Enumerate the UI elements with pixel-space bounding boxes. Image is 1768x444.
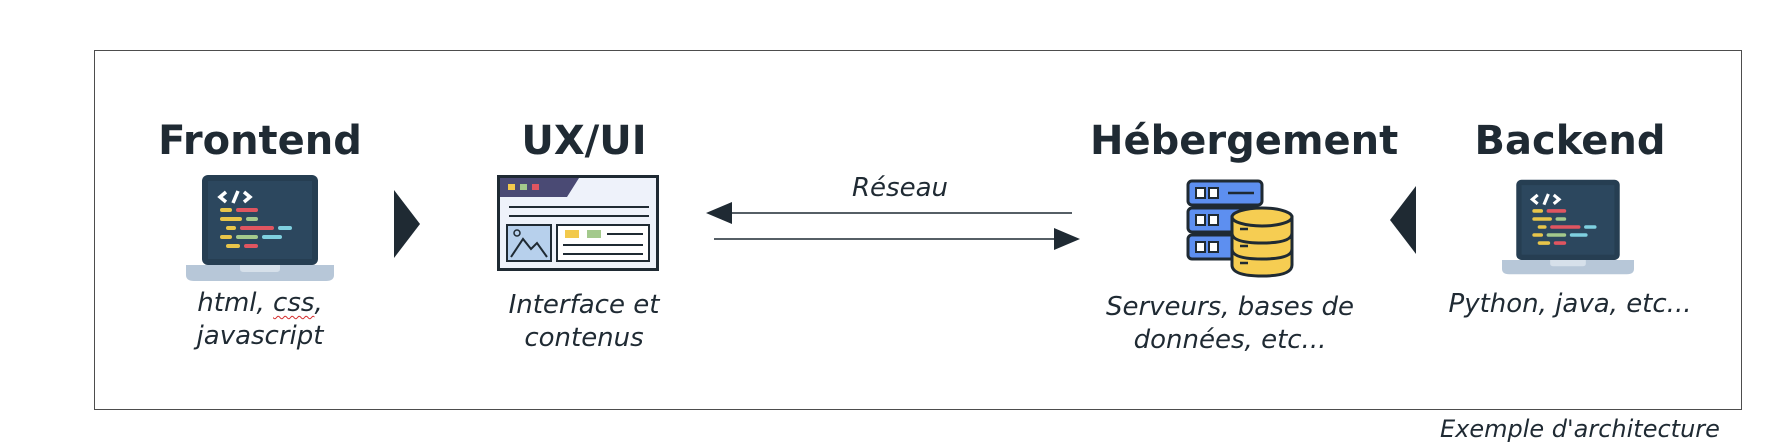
arrow-left-head xyxy=(706,202,732,224)
hebergement-desc-line-1: Serveurs, bases de xyxy=(1105,292,1355,322)
network-arrows xyxy=(706,202,1080,250)
ux-ui-desc-line-1: Interface et xyxy=(508,290,660,320)
frontend-title: Frontend xyxy=(158,118,362,164)
frontend-block: Frontend html, css, javascript xyxy=(140,117,380,367)
server-database-icon xyxy=(1186,179,1294,278)
css-word: css xyxy=(273,288,315,318)
arrow-right-head xyxy=(1054,228,1080,250)
hebergement-title: Hébergement xyxy=(1090,118,1399,164)
backend-desc-line-1: Python, java, etc... xyxy=(1448,289,1692,319)
diagram-frame xyxy=(94,50,1742,410)
triangle-right-icon xyxy=(394,190,420,258)
caption: Exemple d'architecture xyxy=(1440,415,1720,443)
hebergement-block: Hébergement Serveurs, bases de données, … xyxy=(1090,117,1399,367)
hebergement-desc-line-2: données, etc... xyxy=(1133,325,1327,355)
triangle-left-icon xyxy=(1390,186,1416,254)
backend-title: Backend xyxy=(1474,118,1666,164)
laptop-code-icon xyxy=(186,175,334,281)
backend-block: Backend Python, java, etc... xyxy=(1440,117,1700,367)
frontend-desc-line-2: javascript xyxy=(196,321,324,351)
ux-ui-block: UX/UI Interface et contenus xyxy=(474,117,694,367)
frontend-desc-line-1: html, css, xyxy=(197,288,323,318)
frontend-description: html, css, javascript xyxy=(140,287,380,353)
web-page-icon xyxy=(497,175,659,271)
network-label: Réseau xyxy=(851,173,948,203)
ux-ui-description: Interface et contenus xyxy=(474,289,694,355)
ux-ui-title: UX/UI xyxy=(521,118,647,164)
laptop-code-icon xyxy=(1502,179,1634,275)
hebergement-description: Serveurs, bases de données, etc... xyxy=(1090,291,1370,357)
ux-ui-desc-line-2: contenus xyxy=(524,323,644,353)
backend-description: Python, java, etc... xyxy=(1440,288,1700,321)
